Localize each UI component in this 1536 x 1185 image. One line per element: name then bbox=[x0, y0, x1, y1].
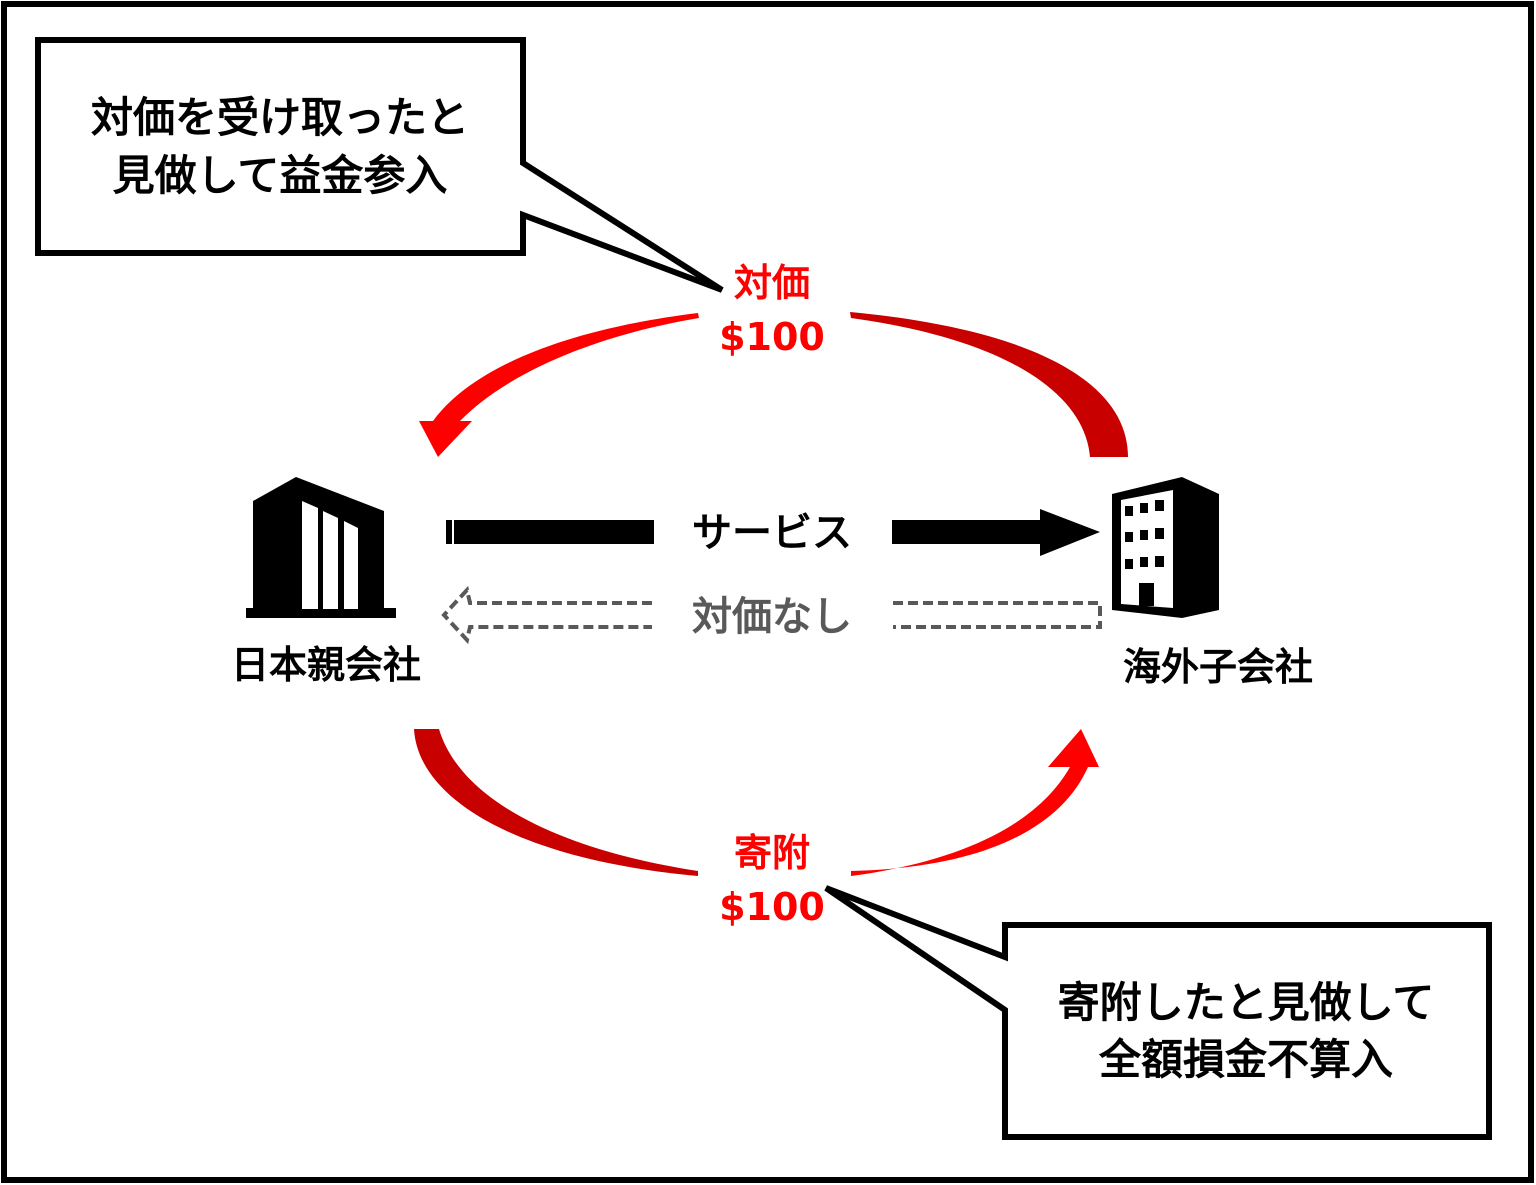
no-consideration-arrow-right bbox=[893, 601, 1102, 629]
callout-bottom: 寄附したと見做して 全額損金不算入 bbox=[824, 885, 1492, 1140]
subsidiary-company-label: 海外子会社 bbox=[1123, 645, 1313, 689]
service-arrow-tail bbox=[446, 520, 452, 544]
callout-bottom-shape bbox=[824, 885, 1492, 1140]
consideration-label: 対価 bbox=[734, 261, 810, 305]
callout-top-line-1: 対価を受け取ったと bbox=[91, 93, 469, 142]
donation-flow: 寄附 $100 bbox=[414, 729, 1099, 929]
callout-bottom-line-2: 全額損金不算入 bbox=[1098, 1035, 1393, 1084]
callout-top-line-2: 見做して益金参入 bbox=[113, 151, 448, 200]
consideration-arrow-tail bbox=[850, 312, 1128, 457]
apartment-building-icon bbox=[1112, 477, 1219, 618]
donation-label: 寄附 bbox=[734, 831, 810, 875]
service-label: サービス bbox=[692, 510, 852, 556]
service-flow: サービス bbox=[446, 509, 1100, 556]
consideration-arrow-head bbox=[419, 313, 699, 457]
subsidiary-company: 海外子会社 bbox=[1112, 477, 1313, 689]
consideration-amount: $100 bbox=[719, 315, 825, 359]
callout-top: 対価を受け取ったと 見做して益金参入 bbox=[35, 37, 724, 293]
donation-amount: $100 bbox=[719, 885, 825, 929]
donation-arrow-tail bbox=[414, 729, 698, 876]
no-consideration-flow: 対価なし bbox=[441, 585, 1102, 645]
office-building-icon bbox=[246, 477, 396, 618]
consideration-flow: 対価 $100 bbox=[419, 261, 1128, 457]
parent-company-label: 日本親会社 bbox=[231, 643, 421, 687]
no-consideration-arrow-left bbox=[441, 585, 652, 645]
callout-top-shape bbox=[35, 37, 724, 293]
parent-company: 日本親会社 bbox=[231, 477, 421, 687]
no-consideration-label: 対価なし bbox=[692, 594, 852, 640]
service-arrow-head bbox=[892, 509, 1100, 556]
callout-bottom-line-1: 寄附したと見做して bbox=[1058, 978, 1435, 1027]
donation-arrow-head bbox=[851, 729, 1099, 876]
